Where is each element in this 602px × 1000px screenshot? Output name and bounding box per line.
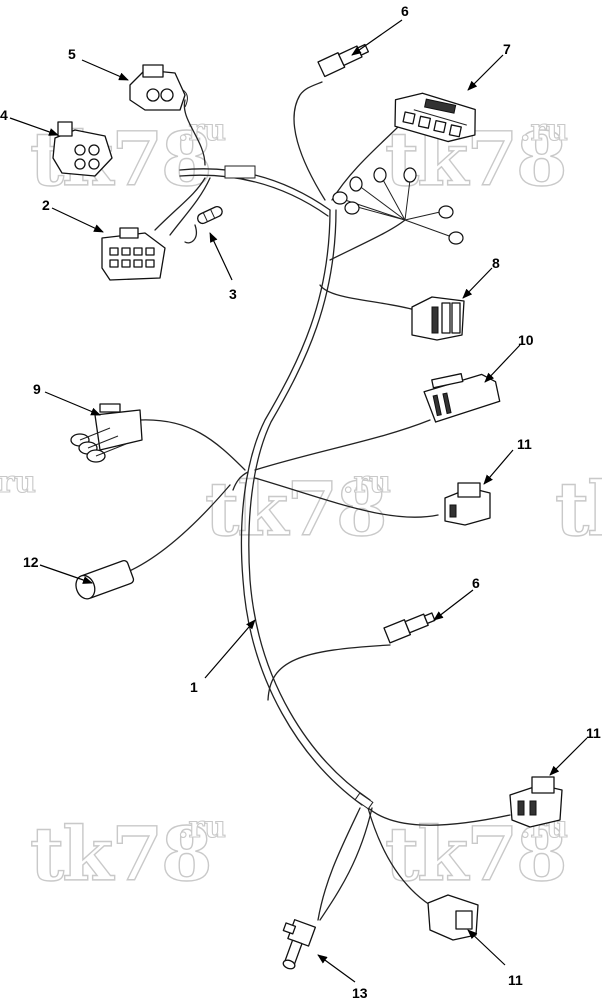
- callout-8: 8: [492, 255, 500, 271]
- ring-terminals: [332, 167, 464, 245]
- watermarks: tk78 .ru tk78 .ru tk78 .ru .ru tk78 tk78…: [0, 112, 602, 898]
- connector-12: [75, 559, 135, 600]
- callout-10: 10: [518, 332, 534, 348]
- watermark-suffix: .ru: [0, 465, 36, 500]
- connector-11-top: [444, 482, 491, 526]
- connector-10: [423, 373, 501, 423]
- callout-3: 3: [229, 286, 237, 302]
- callout-5: 5: [68, 46, 76, 62]
- connector-3: [196, 206, 223, 225]
- connector-11-bottom: [427, 894, 479, 941]
- watermark-main: tk78: [385, 812, 565, 898]
- callout-labels: 5 4 2 3 6 7 8 9 10 11 12 6 1 11 11 13: [0, 3, 601, 1000]
- connector-2: [101, 227, 166, 281]
- watermark-main: tk78: [205, 467, 385, 553]
- connector-5: [129, 64, 188, 111]
- connector-13: [282, 919, 317, 970]
- watermark-suffix: .ru: [343, 465, 391, 500]
- callout-1: 1: [190, 679, 198, 695]
- callout-13: 13: [352, 985, 368, 1000]
- callout-11-bottom: 11: [508, 972, 523, 988]
- callout-6-upper: 6: [401, 3, 409, 19]
- watermark-main: tk78: [30, 812, 210, 898]
- callout-11-top: 11: [517, 436, 532, 452]
- callout-9: 9: [33, 381, 41, 397]
- callout-11-right: 11: [586, 725, 601, 741]
- watermark-suffix: .ru: [520, 113, 568, 148]
- watermark-suffix: .ru: [178, 113, 226, 148]
- harness-trunk: [119, 81, 511, 921]
- callout-4: 4: [0, 107, 8, 123]
- leader-lines: [9, 19, 588, 983]
- connector-7: [394, 92, 476, 143]
- watermark-suffix: .ru: [178, 810, 226, 845]
- callout-12: 12: [23, 554, 39, 570]
- connector-6-upper: [317, 43, 370, 78]
- callout-2: 2: [42, 197, 50, 213]
- callout-6-middle: 6: [472, 575, 480, 591]
- connector-9: [70, 403, 143, 463]
- connector-6-middle: [383, 612, 436, 644]
- callout-7: 7: [503, 41, 511, 57]
- connector-8: [411, 296, 465, 341]
- connector-11-right: [509, 776, 563, 828]
- watermark-main: tk78: [555, 467, 602, 553]
- connector-4: [52, 121, 113, 177]
